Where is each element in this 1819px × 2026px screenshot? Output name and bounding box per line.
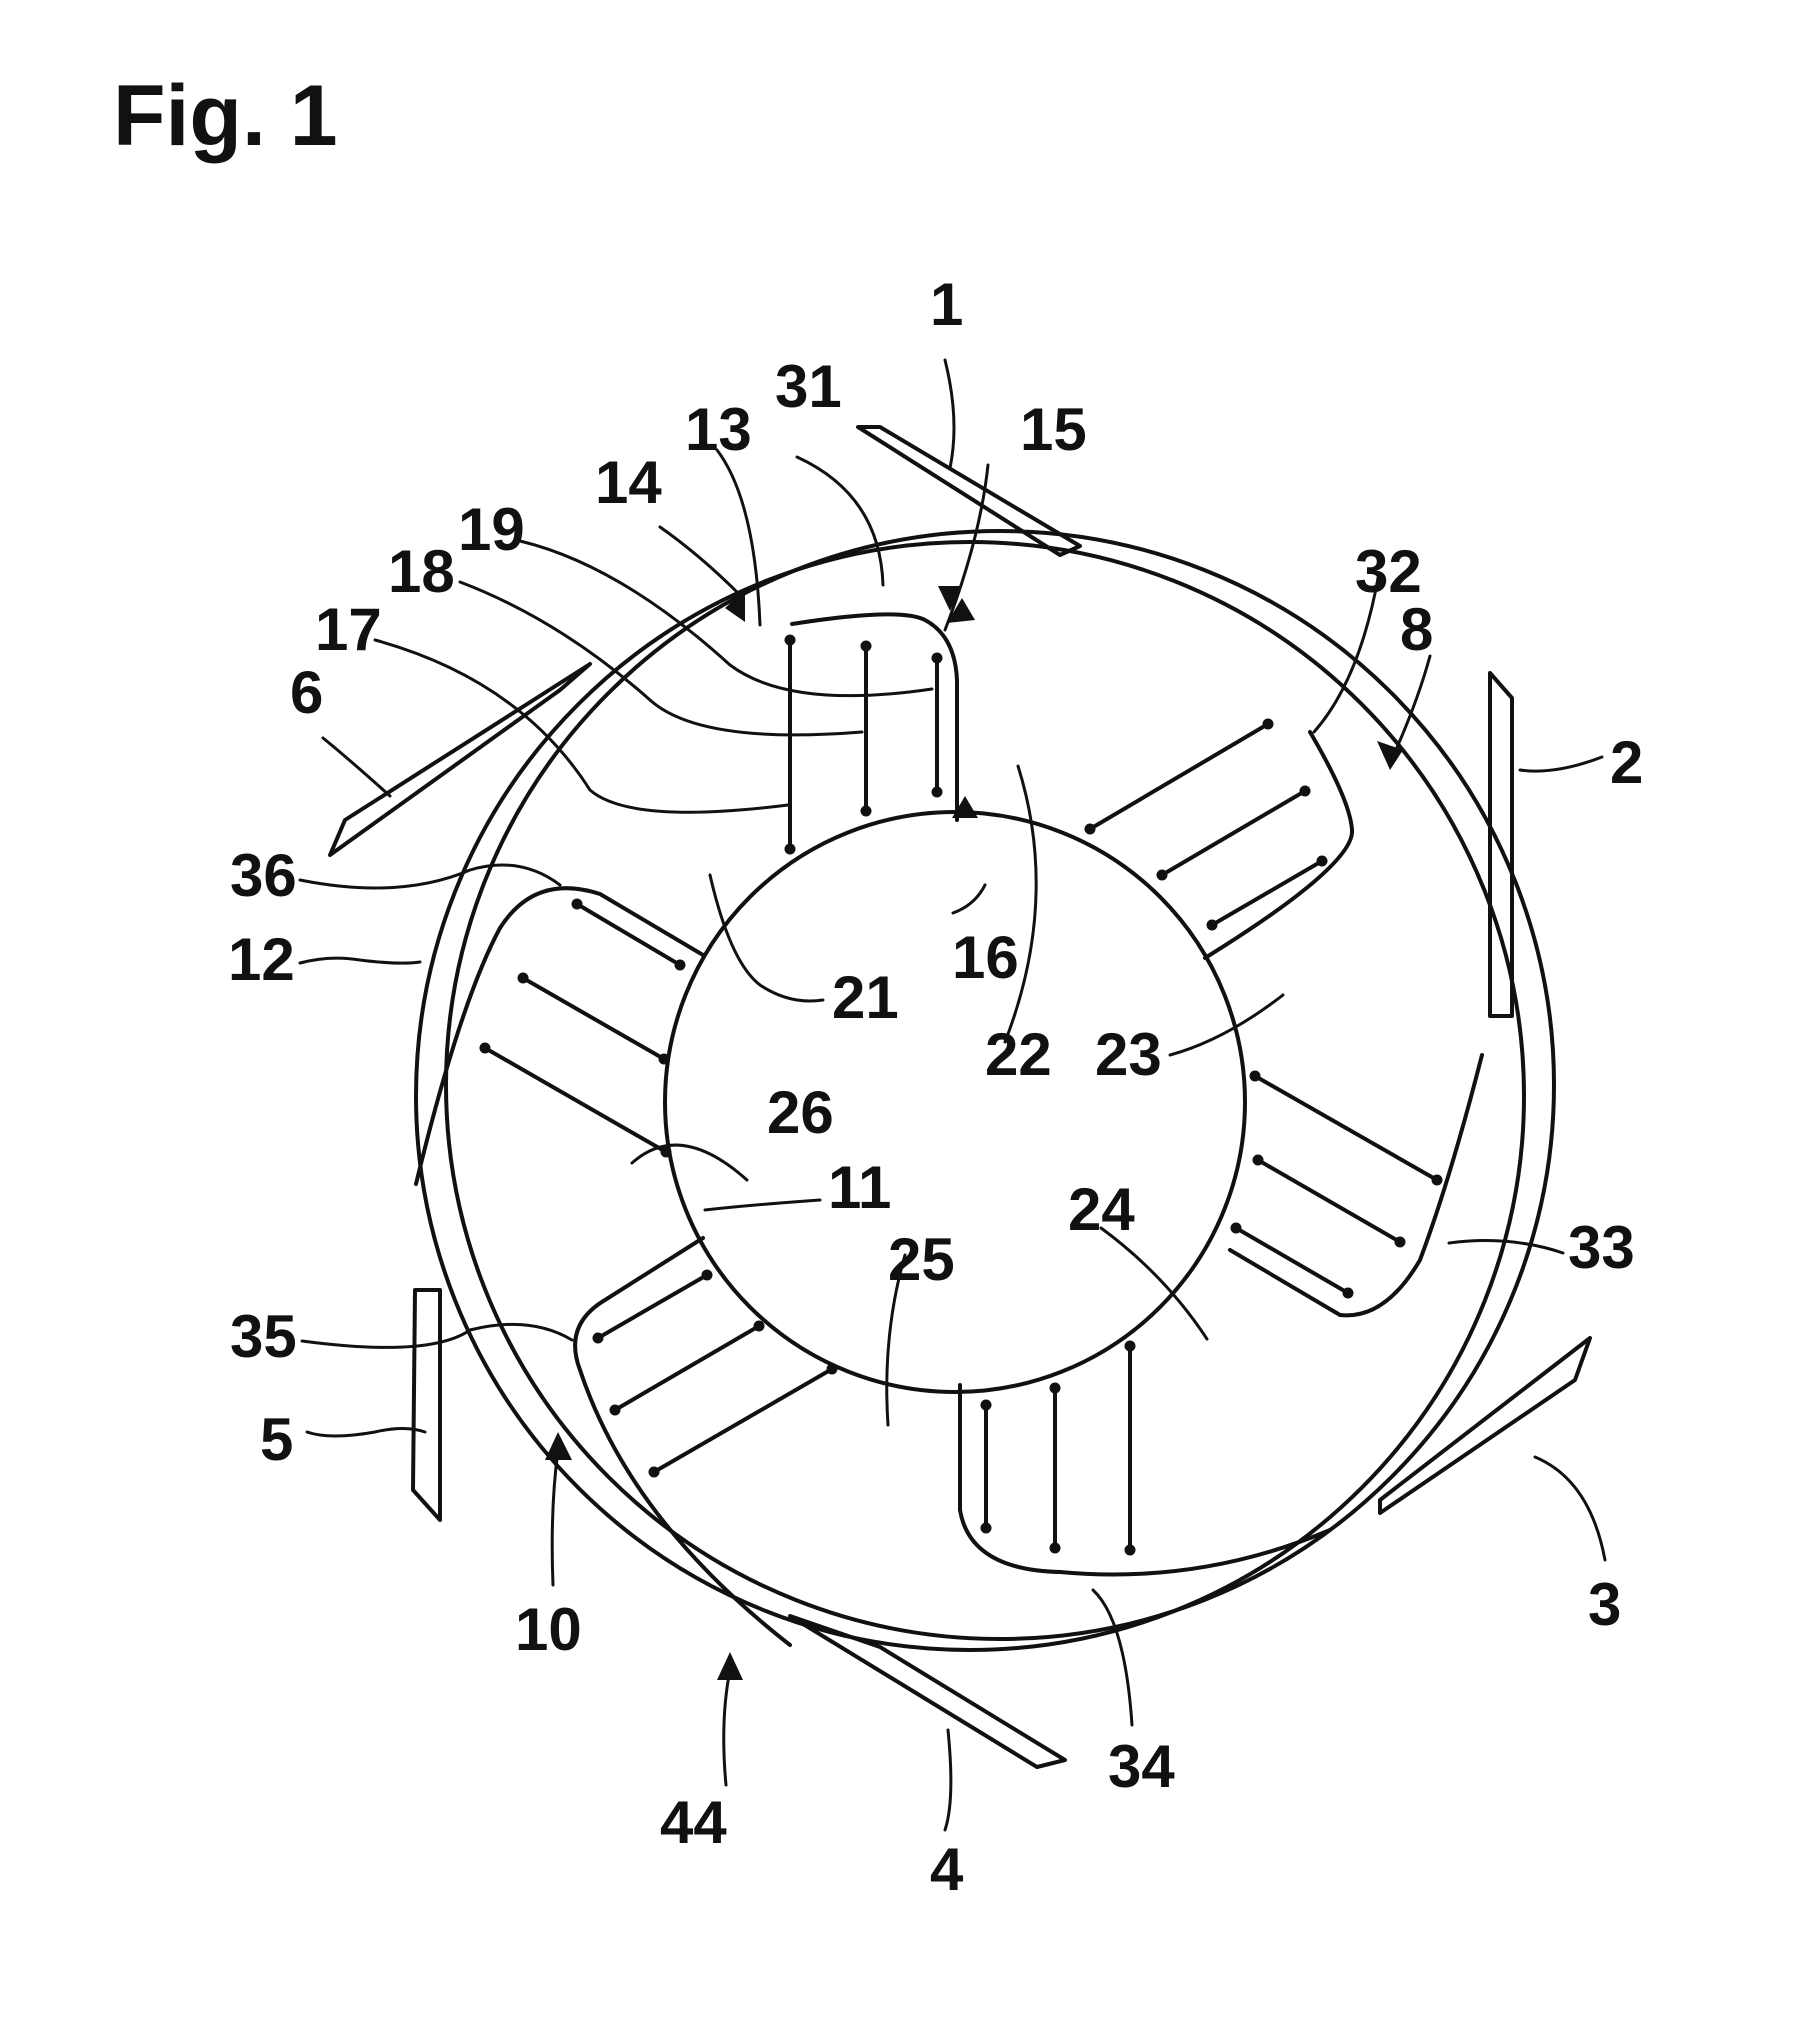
ref-24: 24 (1068, 1176, 1135, 1243)
ref-21: 21 (832, 964, 899, 1031)
wires-lower-left (592, 1269, 838, 1478)
leader-44 (722, 1668, 732, 1787)
blade-2 (1488, 671, 1514, 1018)
ref-34: 34 (1108, 1733, 1175, 1800)
outer-ring (414, 540, 1526, 1652)
ref-5: 5 (260, 1406, 293, 1473)
ref-36: 36 (230, 842, 297, 909)
ref-31: 31 (775, 353, 842, 420)
wires-top (784, 634, 943, 855)
coil-loop-34 (958, 1383, 1332, 1577)
ref-35: 35 (230, 1303, 297, 1370)
ref-13: 13 (685, 396, 752, 463)
leader-10 (550, 1448, 560, 1587)
inner-circle (663, 810, 1247, 1394)
blade-4 (788, 1614, 1067, 1769)
ref-2: 2 (1610, 729, 1643, 796)
ref-4: 4 (930, 1836, 964, 1903)
ref-26: 26 (767, 1079, 834, 1146)
figure-title: Fig. 1 (113, 68, 338, 164)
ref-12: 12 (228, 926, 295, 993)
offset-ring (444, 529, 1556, 1641)
wires-upper-right (1084, 718, 1328, 931)
ref-25: 25 (888, 1226, 955, 1293)
ref-3: 3 (1588, 1571, 1621, 1638)
wires-lower-right (1230, 1070, 1443, 1299)
ref-10: 10 (515, 1596, 582, 1663)
ref-32: 32 (1355, 538, 1422, 605)
ref-22: 22 (985, 1021, 1052, 1088)
coil-loop-36 (414, 886, 705, 1186)
ref-18: 18 (388, 538, 455, 605)
ref-17: 17 (315, 596, 382, 663)
ref-44: 44 (660, 1789, 727, 1856)
ref-23: 23 (1095, 1021, 1162, 1088)
ref-11: 11 (828, 1154, 891, 1221)
blade-6 (328, 662, 592, 857)
blade-3 (1378, 1336, 1592, 1515)
coil-loop-32 (1203, 730, 1355, 960)
blade-1 (856, 425, 1082, 557)
arrows (545, 586, 1403, 1680)
leader-8 (1393, 654, 1432, 754)
coil-loop-33 (1228, 1053, 1484, 1318)
ref-19: 19 (458, 496, 525, 563)
ref-6: 6 (290, 659, 323, 726)
coil-loop-35 (573, 1236, 792, 1647)
ref-16: 16 (952, 924, 1019, 991)
ref-14: 14 (595, 449, 662, 516)
coil-loop-31 (790, 612, 959, 822)
wires-bottom (980, 1340, 1136, 1556)
ref-1: 1 (930, 271, 963, 338)
ref-8: 8 (1400, 596, 1433, 663)
ref-15: 15 (1020, 396, 1087, 463)
leader-lines (298, 358, 1607, 1832)
ref-33: 33 (1568, 1214, 1635, 1281)
wires-upper-left (479, 898, 686, 1158)
blade-5 (411, 1288, 442, 1522)
